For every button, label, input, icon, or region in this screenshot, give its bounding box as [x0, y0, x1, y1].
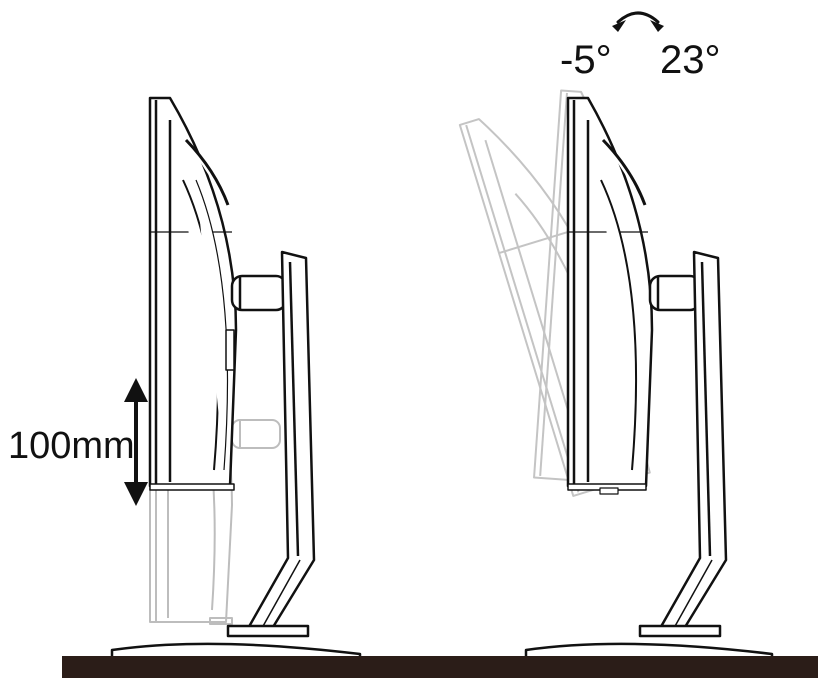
tilt-curved-arrow-icon	[612, 11, 664, 32]
stand-base-right	[524, 624, 774, 662]
desk-surface	[62, 656, 818, 678]
stand-neck-right	[648, 274, 702, 312]
stand-base	[110, 624, 362, 662]
monitor-raised	[148, 96, 238, 491]
stand-neck	[230, 274, 288, 312]
monitor-tilt-center	[566, 96, 654, 495]
height-double-arrow-icon	[124, 378, 148, 506]
tilt-forward-angle-label: 23°	[660, 38, 721, 82]
tilt-back-angle-label: -5°	[560, 38, 612, 82]
height-adjustment-label: 100mm	[8, 425, 135, 467]
